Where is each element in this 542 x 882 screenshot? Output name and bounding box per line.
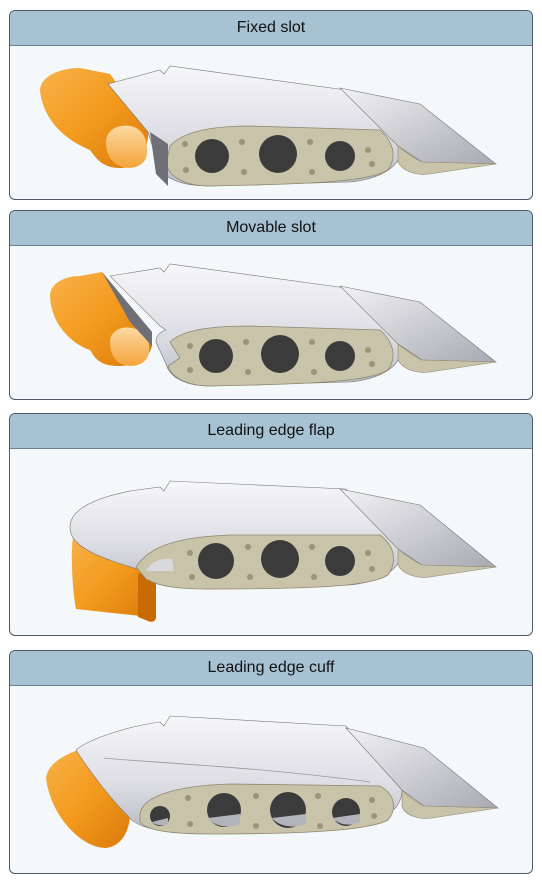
- leading-edge-cuff-diagram: [46, 715, 499, 848]
- trailing-section: [345, 727, 499, 819]
- fixed-slot-diagram: [40, 65, 497, 187]
- main-wing: [69, 480, 403, 590]
- trailing-section: [339, 285, 497, 373]
- leading-edge-flap: [71, 533, 156, 622]
- panel-title: Fixed slot: [10, 11, 532, 46]
- panel-movable-slot: Movable slot: [9, 210, 533, 400]
- panel-leading-edge-cuff: Leading edge cuff: [9, 650, 533, 874]
- main-wing: [109, 263, 403, 387]
- leading-edge-flap-diagram: [69, 480, 497, 622]
- panel-title: Leading edge flap: [10, 414, 532, 449]
- main-wing: [75, 715, 403, 835]
- panel-leading-edge-flap: Leading edge flap: [9, 413, 533, 636]
- panel-title: Leading edge cuff: [10, 651, 532, 686]
- movable-slot-diagram: [50, 263, 497, 387]
- trailing-section: [339, 488, 497, 578]
- panel-fixed-slot: Fixed slot: [9, 10, 533, 200]
- trailing-section: [339, 87, 497, 175]
- main-wing: [107, 65, 403, 187]
- panel-title: Movable slot: [10, 211, 532, 246]
- movable-slat: [50, 272, 152, 366]
